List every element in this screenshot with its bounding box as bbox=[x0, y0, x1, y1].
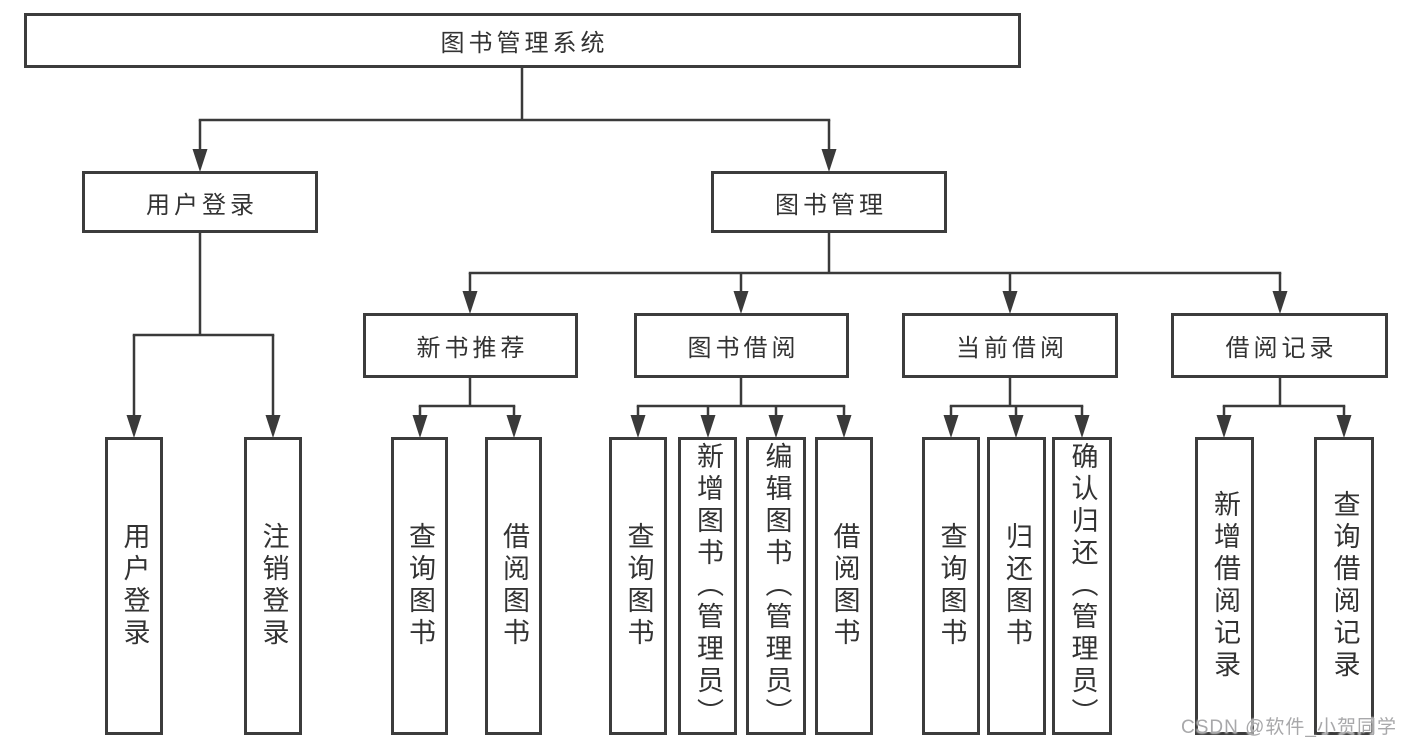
node-root: 图书管理系统 bbox=[24, 13, 1021, 68]
leaf-borrow-borrow-book-label: 借阅图书 bbox=[829, 522, 860, 650]
leaf-current-query-book: 查询图书 bbox=[922, 437, 980, 735]
leaf-recommend-query-book: 查询图书 bbox=[391, 437, 448, 735]
leaf-borrow-query-book-label: 查询图书 bbox=[623, 522, 654, 650]
node-book-borrow: 图书借阅 bbox=[634, 313, 849, 378]
csdn-watermark: CSDN @软件_小贺同学 bbox=[1181, 717, 1397, 738]
node-borrow-records-label: 借阅记录 bbox=[1225, 335, 1338, 362]
leaf-logout-label: 注销登录 bbox=[258, 522, 289, 650]
leaf-borrow-borrow-book: 借阅图书 bbox=[815, 437, 873, 735]
leaf-borrow-add-book-admin: 新增图书（管理员） bbox=[678, 437, 737, 735]
leaf-recommend-borrow-book-label: 借阅图书 bbox=[499, 522, 529, 650]
leaf-current-return-book-label: 归还图书 bbox=[1002, 522, 1032, 650]
node-new-book-recommend-label: 新书推荐 bbox=[416, 335, 529, 362]
leaf-current-query-book-label: 查询图书 bbox=[936, 522, 967, 650]
leaf-records-add-record: 新增借阅记录 bbox=[1195, 437, 1254, 735]
leaf-borrow-edit-book-admin-label: 编辑图书（管理员） bbox=[761, 442, 792, 730]
node-user-login-label: 用户登录 bbox=[146, 191, 258, 219]
leaf-records-add-record-label: 新增借阅记录 bbox=[1210, 490, 1240, 682]
node-current-borrow-label: 当前借阅 bbox=[956, 335, 1068, 362]
leaf-user-login-label: 用户登录 bbox=[119, 522, 150, 650]
leaf-records-query-record-label: 查询借阅记录 bbox=[1329, 490, 1360, 682]
leaf-borrow-edit-book-admin: 编辑图书（管理员） bbox=[746, 437, 806, 735]
leaf-recommend-query-book-label: 查询图书 bbox=[405, 522, 435, 650]
leaf-current-return-book: 归还图书 bbox=[987, 437, 1046, 735]
leaf-current-confirm-return-admin: 确认归还（管理员） bbox=[1052, 437, 1112, 735]
leaf-logout: 注销登录 bbox=[244, 437, 302, 735]
node-book-borrow-label: 图书借阅 bbox=[687, 335, 800, 362]
node-book-management: 图书管理 bbox=[711, 171, 947, 233]
leaf-current-confirm-return-admin-label: 确认归还（管理员） bbox=[1067, 442, 1098, 730]
node-root-label: 图书管理系统 bbox=[440, 30, 609, 57]
node-new-book-recommend: 新书推荐 bbox=[363, 313, 578, 378]
node-user-login: 用户登录 bbox=[82, 171, 318, 233]
node-current-borrow: 当前借阅 bbox=[902, 313, 1118, 378]
leaf-borrow-query-book: 查询图书 bbox=[609, 437, 667, 735]
leaf-borrow-add-book-admin-label: 新增图书（管理员） bbox=[693, 442, 723, 730]
node-book-management-label: 图书管理 bbox=[775, 191, 887, 219]
leaf-user-login: 用户登录 bbox=[105, 437, 163, 735]
leaf-recommend-borrow-book: 借阅图书 bbox=[485, 437, 542, 735]
leaf-records-query-record: 查询借阅记录 bbox=[1314, 437, 1374, 735]
node-borrow-records: 借阅记录 bbox=[1171, 313, 1388, 378]
